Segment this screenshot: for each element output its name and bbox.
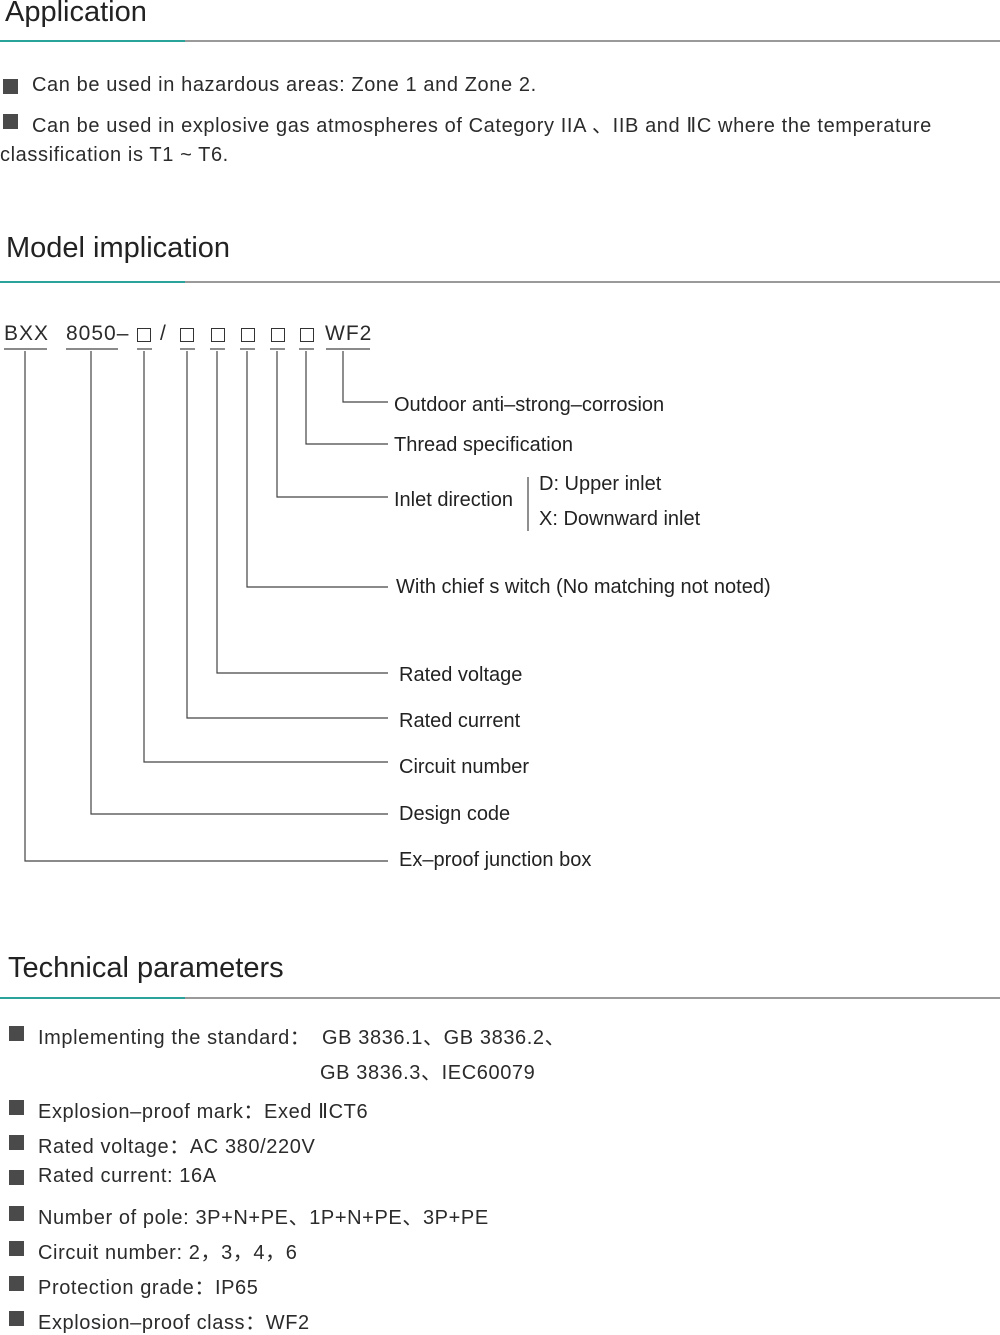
label-circuit: Circuit number [399, 756, 530, 778]
bullet-icon [9, 1170, 24, 1185]
bullet-icon [3, 79, 18, 94]
bullet-icon [9, 1026, 24, 1041]
label-thread: Thread specification [394, 434, 573, 456]
bullet-icon [3, 114, 18, 129]
tech-item-mark: Explosion–proof mark：Exed ⅡCT6 [38, 1101, 369, 1123]
tech-standard-line1: GB 3836.1、GB 3836.2、 [322, 1027, 566, 1049]
tech-item-voltage: Rated voltage：AC 380/220V [38, 1136, 316, 1158]
code-slash: / [160, 322, 167, 345]
tech-item-circuit: Circuit number: 2，3，4，6 [38, 1242, 298, 1264]
label-design: Design code [399, 803, 511, 825]
code-prefix: BXX [4, 322, 50, 345]
tech-item-pole: Number of pole: 3P+N+PE、1P+N+PE、3P+PE [38, 1207, 489, 1229]
model-heading: Model implication [6, 232, 231, 264]
label-voltage: Rated voltage [399, 664, 523, 686]
bullet-icon [9, 1276, 24, 1291]
code-design: 8050– [66, 322, 130, 345]
code-box-voltage [211, 328, 225, 342]
tech-heading: Technical parameters [8, 952, 284, 984]
tech-item-class: Explosion–proof class：WF2 [38, 1312, 310, 1334]
application-rule [0, 40, 1000, 42]
bullet-icon [9, 1241, 24, 1256]
code-suffix: WF2 [325, 322, 373, 345]
label-outdoor: Outdoor anti–strong–corrosion [394, 394, 665, 416]
model-rule [0, 281, 1000, 283]
code-box-switch [241, 328, 255, 342]
code-box-circuit [137, 328, 151, 342]
application-item-2: Can be used in explosive gas atmospheres… [32, 115, 932, 137]
bullet-icon [9, 1135, 24, 1150]
application-item-1: Can be used in hazardous areas: Zone 1 a… [32, 74, 537, 96]
tech-item-protection: Protection grade：IP65 [38, 1277, 259, 1299]
code-box-inlet [271, 328, 285, 342]
application-item-2-cont: classification is T1 ~ T6. [0, 144, 229, 166]
tech-rule [0, 997, 1000, 999]
label-inlet-x: X: Downward inlet [539, 508, 701, 530]
tech-standard-label: Implementing the standard： [38, 1027, 311, 1049]
bullet-icon [9, 1206, 24, 1221]
application-heading: Application [5, 0, 147, 28]
label-box: Ex–proof junction box [399, 849, 592, 871]
tech-item-current: Rated current: 16A [38, 1165, 217, 1187]
model-connector-lines [4, 348, 529, 862]
bullet-icon [9, 1100, 24, 1115]
label-current: Rated current [399, 710, 521, 732]
label-inlet-d: D: Upper inlet [539, 473, 662, 495]
bullet-icon [9, 1311, 24, 1326]
label-switch: With chief s witch (No matching not note… [396, 576, 771, 598]
code-box-thread [300, 328, 314, 342]
tech-standard-line2: GB 3836.3、IEC60079 [320, 1062, 536, 1084]
label-inlet: Inlet direction [394, 489, 513, 511]
code-box-current [180, 328, 194, 342]
